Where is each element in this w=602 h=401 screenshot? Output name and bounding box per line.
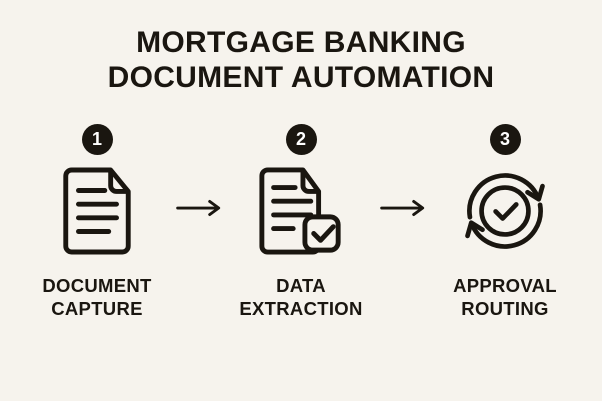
page-title: MORTGAGE BANKING DOCUMENT AUTOMATION bbox=[107, 26, 495, 94]
right-arrow-icon bbox=[380, 197, 426, 219]
approval-cycle-icon bbox=[460, 166, 550, 256]
step-label: DOCUMENT CAPTURE bbox=[42, 275, 152, 319]
step-number-badge: 2 bbox=[285, 124, 317, 155]
step-number-badge: 3 bbox=[489, 124, 521, 155]
step-approval-routing: 3 APPROVAL ROUTING bbox=[426, 124, 584, 320]
steps-row: 1 DOCUMENT CAPTURE 2 bbox=[0, 124, 602, 320]
step-label: DATA EXTRACTION bbox=[239, 275, 363, 319]
step-data-extraction: 2 DATA EXTRACTION bbox=[222, 124, 380, 320]
step-label: APPROVAL ROUTING bbox=[453, 275, 557, 319]
document-icon bbox=[56, 166, 138, 256]
step-number-badge: 1 bbox=[81, 124, 113, 155]
step-document-capture: 1 DOCUMENT CAPTURE bbox=[18, 124, 176, 320]
document-check-icon bbox=[254, 166, 348, 256]
right-arrow-icon bbox=[176, 197, 222, 219]
